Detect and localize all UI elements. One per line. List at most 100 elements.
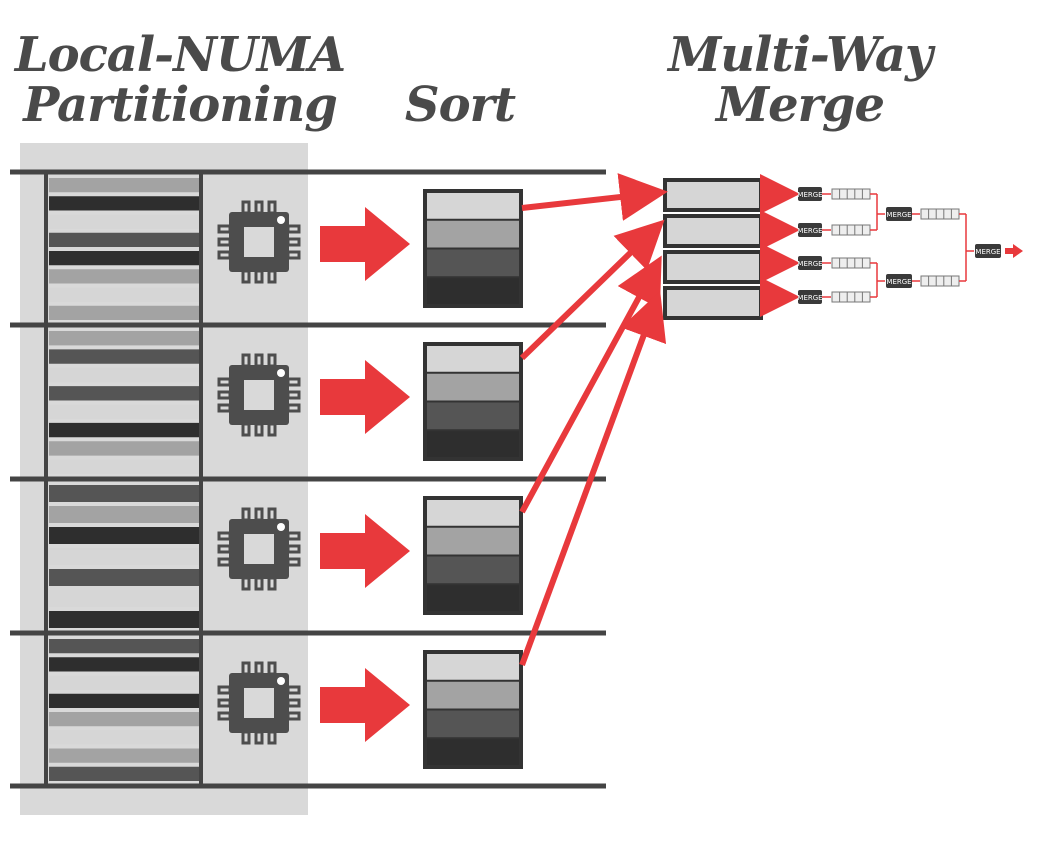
merge-node-icon: MERGE: [886, 207, 912, 221]
header-merge-line2: Merge: [715, 77, 885, 133]
sorted-run-cell: [425, 372, 521, 402]
merge-node-label: MERGE: [975, 248, 1000, 256]
merge-node-box: [798, 290, 822, 304]
sorted-run: [423, 650, 523, 769]
partition-stripe: [49, 730, 199, 745]
merge-node-icon: MERGE: [975, 244, 1001, 258]
cpu-chip-icon: [217, 200, 301, 284]
cpu-core: [244, 534, 274, 564]
queue-buffer-icon: [831, 291, 871, 303]
partition-stripe: [49, 331, 199, 346]
partition-stripe: [49, 639, 199, 654]
partition-stripe: [49, 404, 199, 419]
cpu-core: [244, 688, 274, 718]
partition-stripe: [49, 459, 199, 474]
sorted-run-cell: [425, 738, 521, 767]
cpu-chip-icon: [217, 661, 301, 745]
merge-node-label: MERGE: [797, 227, 822, 235]
merge-node-icon: MERGE: [797, 187, 823, 201]
merge-node-label: MERGE: [886, 278, 911, 286]
sorted-run-border: [423, 342, 523, 461]
cpu-chip-icon: [217, 507, 301, 591]
sorted-run: [423, 496, 523, 615]
merge-node-label: MERGE: [797, 260, 822, 268]
partition-stripe: [49, 214, 199, 229]
partition-stripe: [49, 527, 199, 544]
header-sort-label: Sort: [404, 77, 516, 133]
header-partitioning-line2: Partitioning: [23, 77, 338, 133]
merge-node-box: [886, 274, 912, 288]
queue-buffer-icon: [831, 257, 871, 269]
merge-node-icon: MERGE: [797, 256, 823, 270]
sorted-run-cell: [425, 430, 521, 459]
partition-stripe: [49, 178, 199, 193]
sorted-run-cell: [425, 526, 521, 556]
merge-node-label: MERGE: [797, 294, 822, 302]
sorted-run-cell: [425, 652, 521, 681]
sorted-run-cell: [425, 709, 521, 739]
cpu-core: [244, 227, 274, 257]
merge-node-box: [886, 207, 912, 221]
queue-buffer-icon: [831, 224, 871, 236]
cpu-dot: [277, 216, 285, 224]
sorted-run-cell: [425, 584, 521, 613]
header-merge: Multi-Way Merge: [630, 30, 970, 130]
queue-outline: [831, 224, 871, 236]
partition-stripe: [49, 287, 199, 302]
partition-stripe: [49, 569, 199, 586]
queue-outline: [831, 257, 871, 269]
partition-stripe: [49, 748, 199, 763]
merge-node-icon: MERGE: [797, 223, 823, 237]
partition-stripe: [49, 548, 199, 565]
partition-stripe: [49, 675, 199, 690]
cpu-dot: [277, 523, 285, 531]
partition-stripe: [49, 590, 199, 607]
partition-stripe: [49, 232, 199, 247]
partition-stripe: [49, 196, 199, 211]
header-sort: Sort: [390, 80, 530, 130]
partition-stripe: [49, 657, 199, 672]
partition-stripe: [49, 693, 199, 708]
queue-buffer-icon: [831, 188, 871, 200]
cpu-core: [244, 380, 274, 410]
partition-stripe: [49, 269, 199, 284]
merge-node-icon: MERGE: [886, 274, 912, 288]
partition-stripe: [49, 506, 199, 523]
partition-stripe: [49, 422, 199, 438]
sorted-run: [423, 342, 523, 461]
sorted-run-border: [423, 496, 523, 615]
right-arrow-icon: [320, 668, 410, 742]
right-arrow-icon: [320, 514, 410, 588]
sorted-run: [423, 189, 523, 308]
queue-outline: [920, 208, 960, 220]
merge-input-buffer: [663, 178, 763, 212]
queue-outline: [831, 291, 871, 303]
partition-stripe: [49, 766, 199, 781]
merge-node-box: [798, 187, 822, 201]
output-arrow-icon: [1005, 244, 1023, 258]
merge-node-icon: MERGE: [797, 290, 823, 304]
queue-outline: [831, 188, 871, 200]
sorted-run-cell: [425, 248, 521, 278]
partition-stripe: [49, 386, 199, 401]
sorted-run-cell: [425, 344, 521, 373]
cpu-dot: [277, 677, 285, 685]
queue-buffer-icon: [920, 208, 960, 220]
sorted-run-cell: [425, 555, 521, 585]
right-arrow-icon: [320, 360, 410, 434]
cpu-dot: [277, 369, 285, 377]
partition-stripe: [49, 349, 199, 364]
merge-link-arrow: [521, 173, 668, 221]
partition-stripe: [49, 305, 199, 320]
merge-node-label: MERGE: [797, 191, 822, 199]
sorted-run-cell: [425, 680, 521, 710]
right-arrow-icon: [320, 207, 410, 281]
merge-link-arrow: [519, 219, 665, 361]
queue-buffer-icon: [920, 275, 960, 287]
partition-stripe: [49, 441, 199, 456]
sorted-run-cell: [425, 498, 521, 527]
header-partitioning: Local-NUMA Partitioning: [0, 30, 360, 130]
merge-input-buffer: [663, 286, 763, 320]
partition-stripe: [49, 485, 199, 502]
